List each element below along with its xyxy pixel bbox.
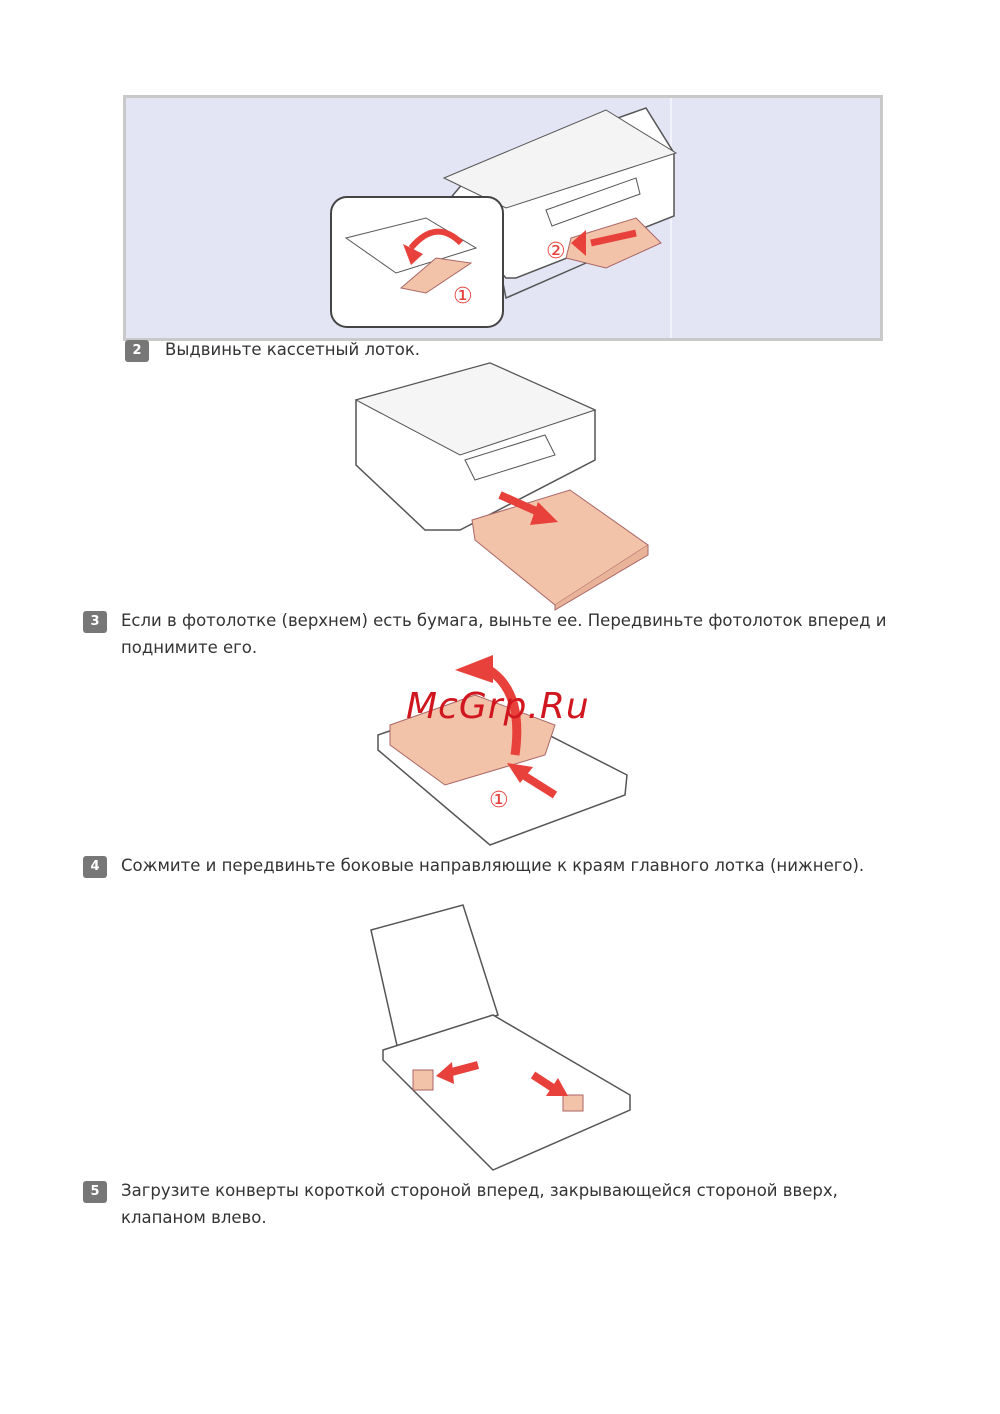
edge-guides-illustration [370,904,631,1171]
watermark: McGrp.Ru [406,686,590,727]
figure-output-tray: ② ① [123,95,883,341]
step-text: Если в фотолотке (верхнем) есть бумага, … [121,611,887,657]
printer-cassette-illustration [354,362,649,611]
callout-1: ① [489,788,509,813]
step-badge: 2 [125,340,149,362]
callout-2: ② [546,239,566,264]
step-badge: 4 [83,856,107,878]
step-text: Выдвиньте кассетный лоток. [165,340,421,359]
step-text: Сожмите и передвиньте боковые направляющ… [121,856,865,875]
photo-tray-lift-illustration: ① [377,655,628,846]
printer-output-tray-illustration: ② ① [330,98,678,338]
step-badge: 3 [83,611,107,633]
step-text: Загрузите конверты короткой стороной впе… [121,1181,838,1227]
callout-1: ① [453,284,473,309]
step-badge: 5 [83,1181,107,1203]
